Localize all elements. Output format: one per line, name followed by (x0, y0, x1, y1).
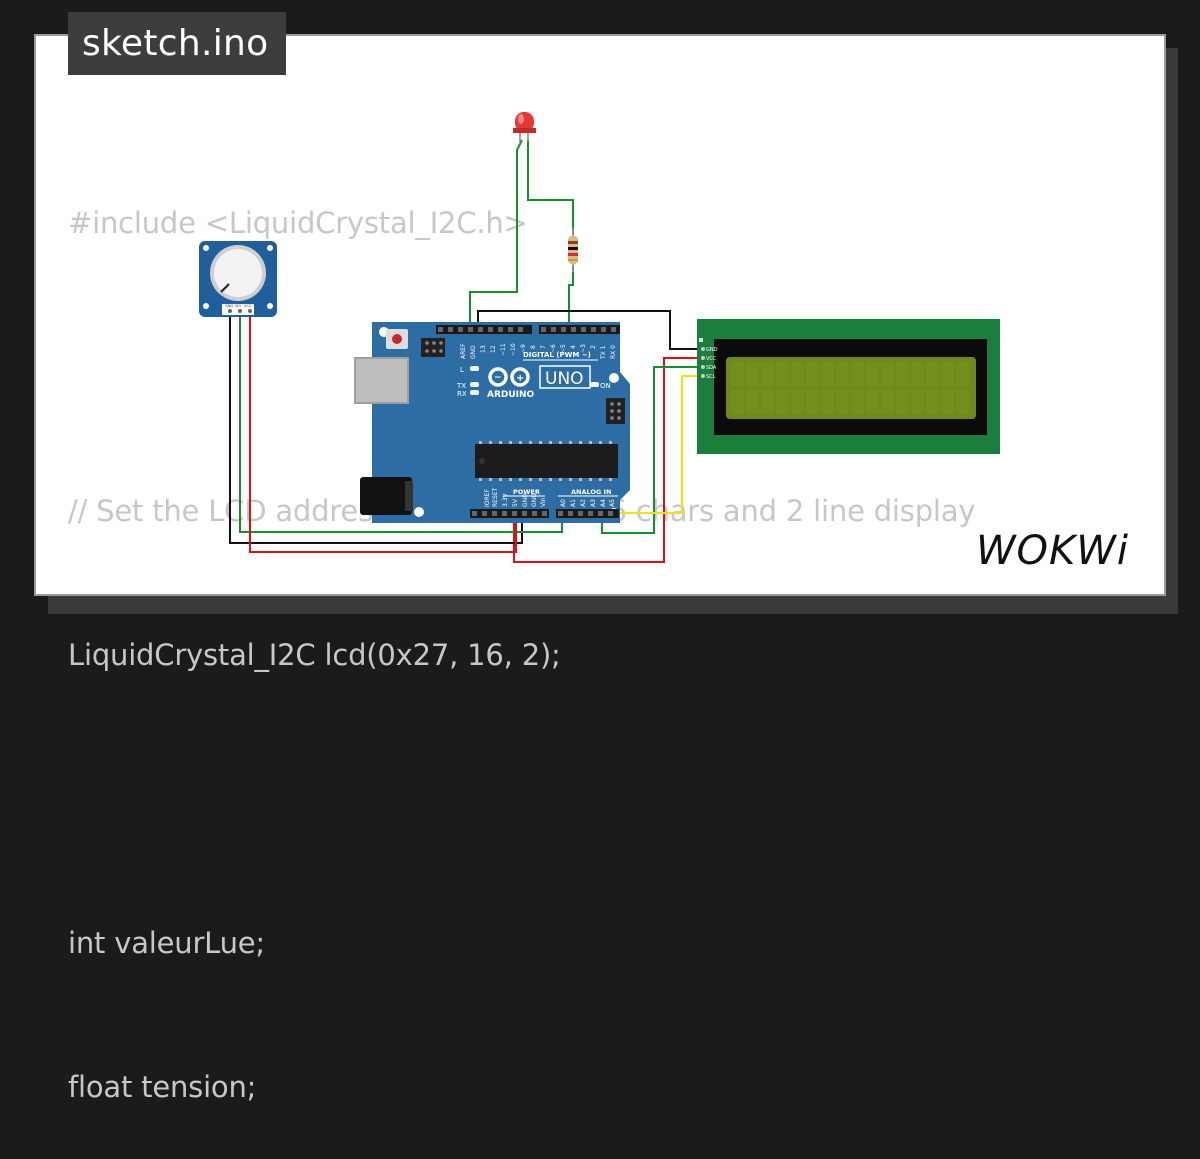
pot-knob-indicator (220, 283, 230, 293)
svg-text:−: − (494, 373, 502, 383)
wire-lcd-gnd (477, 310, 703, 350)
pot-pin-sig: SIG (235, 304, 241, 308)
pin-label-3: ~3 (580, 344, 587, 353)
tx-led (470, 382, 479, 387)
pin-label-a5: A5 (609, 499, 616, 507)
resistor[interactable] (568, 228, 578, 272)
lcd-pin-gnd: GND (706, 347, 718, 353)
lcd-pin-scl: SCL (706, 374, 716, 380)
l-led (470, 366, 479, 371)
potentiometer[interactable]: GND SIG VCC (199, 241, 277, 317)
analog-label: ANALOG IN (571, 488, 611, 496)
wire-led-gnd (469, 139, 523, 328)
arduino-infinity-icon (488, 367, 530, 387)
digital-label: DIGITAL (PWM ~) (523, 351, 591, 359)
pin-label-8: 8 (530, 345, 537, 349)
wire-lcd-scl (610, 375, 703, 514)
pin-label-vin: Vin (540, 497, 547, 507)
pin-label-aref: AREF (460, 343, 467, 359)
pin-label-ioref: IOREF (484, 489, 491, 507)
pin-label-7: 7 (540, 345, 547, 349)
code-line: #include <LiquidCrystal_I2C.h> (68, 206, 528, 240)
pin-label-a3: A3 (590, 499, 597, 507)
lcd-pin-vcc: VCC (706, 356, 717, 362)
atmega-chip (475, 444, 618, 478)
pin-label-5v: 5V (512, 498, 519, 507)
pin-label-9: ~9 (520, 344, 527, 353)
wire-resistor-pin (568, 265, 574, 328)
lcd-pin-sda: SDA (706, 365, 717, 371)
pin-label-12: 12 (490, 345, 497, 353)
wire-pot-vcc (249, 311, 517, 553)
lcd-char-cells (731, 362, 969, 414)
filename-tab[interactable]: sketch.ino (68, 12, 286, 75)
on-label: ON (600, 382, 611, 390)
pin-label-rx0: RX 0 (610, 345, 617, 359)
pin-label-10: ~10 (510, 343, 517, 356)
pin-label-gnd: GND (470, 345, 477, 359)
pin-label-a4: A4 (600, 499, 607, 507)
wokwi-logo-text: WOKWi (976, 528, 1129, 574)
code-line: int valeurLue; (68, 926, 265, 960)
l-led-label: L (460, 366, 464, 374)
rx-led (470, 390, 479, 395)
board-brand: ARDUINO (487, 390, 535, 400)
pin-label-6: ~6 (550, 344, 557, 353)
wires (229, 139, 703, 563)
pin-label-a1: A1 (570, 499, 577, 507)
pin-label-2: 2 (590, 345, 597, 349)
on-led (590, 382, 599, 387)
code-line: LiquidCrystal_I2C lcd(0x27, 16, 2); (68, 638, 561, 672)
power-jack (360, 477, 412, 515)
pin-label-a2: A2 (580, 499, 587, 507)
wire-pot-sig (239, 311, 563, 533)
pot-pin-vcc: VCC (244, 304, 252, 308)
pin-label-reset: RESET (492, 487, 499, 507)
power-label: POWER (513, 488, 540, 496)
red-led[interactable] (513, 112, 536, 142)
pin-label-5: ~5 (560, 344, 567, 353)
pin-label-gnd2: GND (531, 493, 538, 507)
lcd-1602-i2c[interactable]: GND VCC SDA SCL (697, 319, 1000, 454)
tx-led-label: TX (456, 382, 466, 390)
pin-label-gnd1: GND (522, 493, 529, 507)
circuit-diagram: GND SIG VCC (199, 112, 1000, 563)
code-line: float tension; (68, 1070, 257, 1104)
wire-led-resistor (527, 140, 574, 235)
svg-text:+: + (516, 373, 524, 384)
pin-label-4: 4 (570, 345, 577, 349)
rx-led-label: RX (457, 390, 467, 398)
pot-pin-gnd: GND (225, 304, 233, 308)
arduino-uno-board[interactable]: AREF GND 13 12 ~11 ~10 ~9 8 7 ~6 ~5 4 ~3… (354, 322, 630, 523)
pin-label-3v3: 3.3V (502, 492, 509, 507)
wire-pot-gnd (229, 311, 523, 544)
code-line (68, 775, 975, 823)
pin-label-13: 13 (480, 345, 487, 353)
wokwi-logo[interactable]: WOKWi (972, 522, 1152, 578)
wire-lcd-vcc (513, 357, 703, 563)
wire-lcd-sda (601, 366, 703, 534)
board-model: UNO (545, 369, 584, 389)
pin-label-11: ~11 (500, 343, 507, 356)
pin-label-tx1: TX 1 (600, 345, 607, 360)
pin-label-a0: A0 (560, 499, 567, 507)
